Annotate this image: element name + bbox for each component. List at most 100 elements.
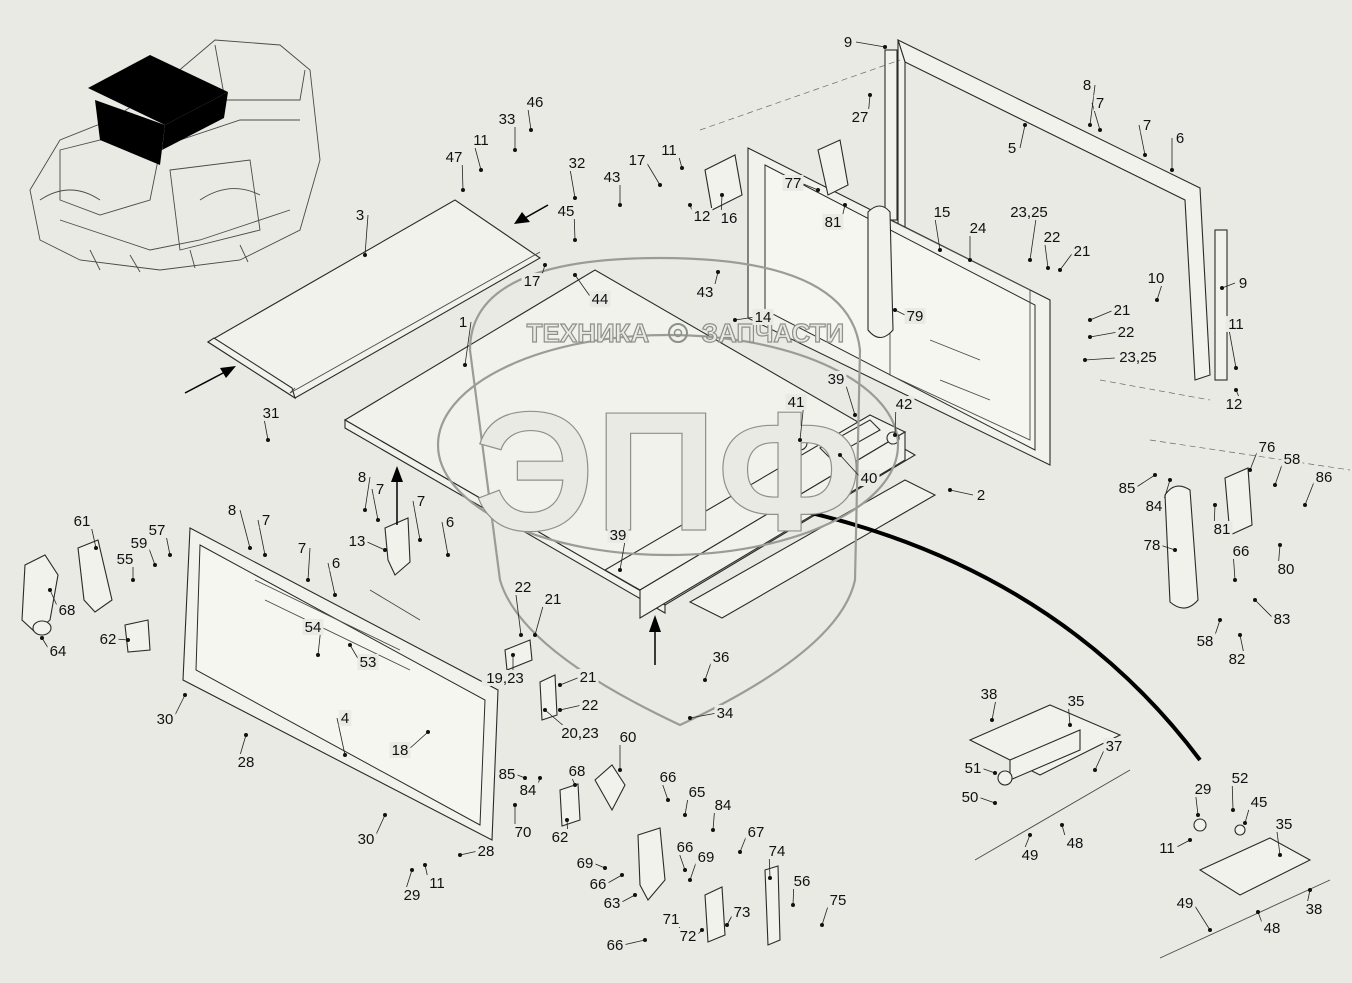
callout-background [677,928,699,944]
leader-line [559,704,583,711]
callout-background [235,754,257,770]
callout-number: 2 [977,487,985,504]
leader-dot [479,168,483,172]
callout-number: 73 [734,904,751,921]
leader-line [1138,124,1146,156]
callout-background [1071,243,1093,259]
callout-number: 63 [604,895,621,912]
callout-background [841,34,855,50]
leader-dot [993,801,997,805]
callout-71: 71 [660,911,682,937]
callout-background [658,142,680,158]
leader-dot [511,653,515,657]
leader-dot [725,923,729,927]
callout-8: 8 [355,469,371,512]
callout-background [357,654,379,670]
callout-29: 29 [401,868,423,904]
highlighted-canopy [88,55,228,125]
callout-number: 62 [100,631,117,648]
callout-number: 38 [1306,901,1323,918]
leader-line [1089,309,1115,321]
callout-57: 57 [146,522,172,557]
hinge-plate-77 [817,139,849,196]
callout-63: 63 [601,893,637,912]
callout-number: 33 [499,111,516,128]
callout-number: 7 [376,481,384,498]
callout-62: 62 [97,631,130,648]
leader-dot [838,453,842,457]
leader-dot [666,798,670,802]
callout-number: 18 [392,742,409,759]
leader-dot [1273,483,1277,487]
callout-number: 8 [228,502,236,519]
callout-background [225,502,239,518]
callout-number: 57 [149,522,166,539]
leader-dot [343,753,347,757]
callout-background [601,895,623,911]
callout-background [782,175,804,191]
leader-line [949,489,974,496]
callout-28: 28 [235,733,257,771]
callout-number: 17 [629,152,646,169]
callout-number: 61 [74,513,91,530]
callout-background [579,697,601,713]
leader-dot [463,363,467,367]
leader-dot [1088,123,1092,127]
callout-background [1261,920,1283,936]
leader-dot [1303,503,1307,507]
callout-number: 29 [1195,781,1212,798]
leader-dot [458,853,462,857]
callout-background [604,937,626,953]
callout-48: 48 [1256,910,1283,937]
callout-background [691,208,713,224]
latch-60 [594,764,626,812]
mounting-plate-35-lower [1159,818,1331,959]
leader-line [412,500,421,541]
callout-number: 20,23 [561,725,599,742]
callout-number: 84 [715,797,732,814]
callout-background [338,710,352,726]
leader-dot [688,716,692,720]
callout-43: 43 [601,169,623,207]
callout-number: 23,25 [1010,204,1048,221]
callout-background [259,512,273,528]
leader-dot [1173,548,1177,552]
callout-number: 14 [755,309,772,326]
callout-20-23: 20,23 [543,708,604,742]
callout-3: 3 [353,207,369,257]
callout-background [1114,349,1162,365]
callout-background [791,873,813,889]
leader-dot [688,878,692,882]
callout-41: 41 [785,394,807,442]
callout-background [1111,302,1133,318]
callout-background [1194,633,1216,649]
callout-68: 68 [48,588,78,619]
callout-11: 11 [470,132,492,172]
callout-number: 44 [592,291,609,308]
callout-55: 55 [114,551,136,582]
callout-59: 59 [128,535,157,567]
leader-dot [1234,366,1238,370]
leader-dot [1213,503,1217,507]
leader-dot [1068,723,1072,727]
callout-12: 12 [1223,388,1245,413]
callout-61: 61 [71,513,98,550]
callout-background [470,132,492,148]
leader-dot [843,203,847,207]
callout-number: 85 [499,766,516,783]
callout-number: 53 [360,654,377,671]
callout-number: 21 [1114,302,1131,319]
callout-35: 35 [1273,816,1295,857]
leader-dot [1253,598,1257,602]
callout-background [710,649,732,665]
callout-number: 55 [117,551,134,568]
leader-dot [333,593,337,597]
leader-line [327,562,336,596]
callout-number: 82 [1229,651,1246,668]
callout-30: 30 [355,813,387,848]
leader-dot [410,868,414,872]
callout-background [555,203,577,219]
callout-11: 11 [423,863,448,892]
callout-22: 22 [558,697,601,714]
